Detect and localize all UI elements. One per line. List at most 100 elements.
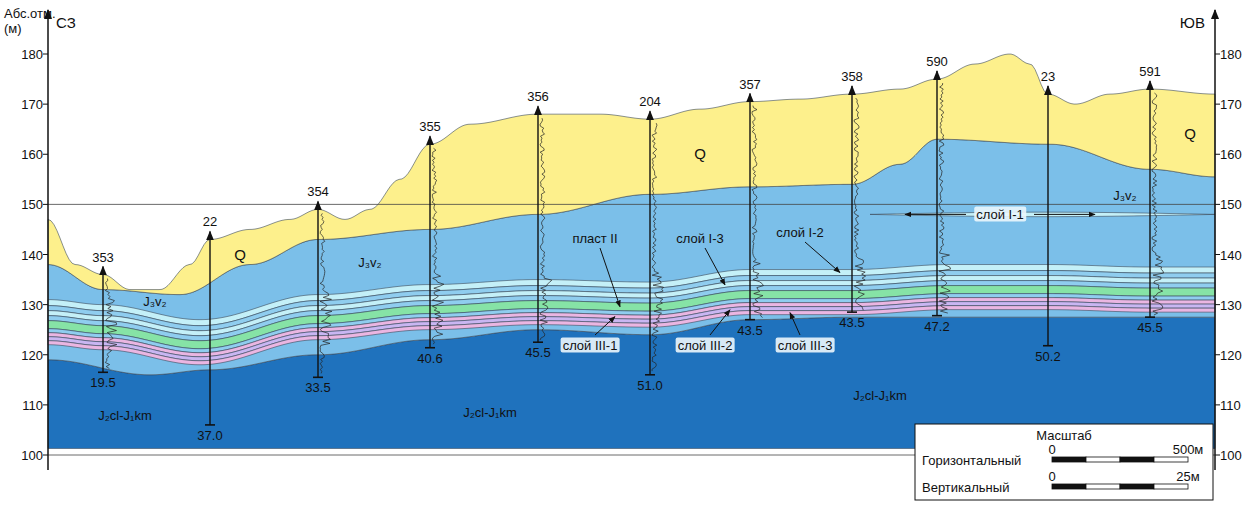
tick-label: 100 [1220, 448, 1242, 463]
scale-bar [1052, 484, 1086, 489]
well-bottom [425, 347, 435, 349]
well-number: 590 [926, 54, 948, 69]
scale-title: Масштаб [1036, 428, 1092, 443]
axis-tick [43, 254, 48, 255]
direction-label: СЗ [56, 15, 76, 30]
quaternary-layer [48, 54, 1215, 295]
well-log [105, 279, 116, 369]
well-bottom [645, 374, 655, 376]
layer-label: Q [1184, 126, 1196, 141]
well-line [649, 111, 650, 375]
well-depth: 40.6 [417, 351, 442, 366]
bed-label: слой III-1 [561, 338, 620, 353]
well-depth: 37.0 [197, 428, 222, 443]
layer-label: J₃v₂ [358, 255, 381, 270]
axis-tick [43, 455, 48, 456]
scale-text: Горизонтальный [922, 453, 1021, 468]
well-line [1149, 81, 1150, 317]
well-log [432, 148, 444, 344]
tick-label: 140 [21, 247, 43, 262]
well-depth: 45.5 [525, 345, 550, 360]
axis-tick [1215, 254, 1220, 255]
tick-label: 170 [21, 97, 43, 112]
well-line [851, 86, 852, 312]
layer-label: J₂cl-J₁km [853, 388, 906, 403]
tick-label: 120 [1220, 347, 1242, 362]
well-line [429, 136, 430, 348]
axis-tick [1215, 455, 1220, 456]
axis-tick [1215, 54, 1220, 55]
well-number: 357 [739, 77, 761, 92]
tick-label: 160 [1220, 147, 1242, 162]
well-depth: 43.5 [737, 323, 762, 338]
well-log [320, 213, 332, 373]
tick-label: 110 [1220, 397, 1241, 412]
well-number: 23 [1041, 69, 1055, 84]
tick-label: 130 [21, 297, 43, 312]
axis-tick [1215, 354, 1220, 355]
scale-bar [1154, 484, 1188, 489]
leader-arrow [705, 248, 725, 285]
axis-tick [43, 54, 48, 55]
well-line [102, 267, 103, 373]
well-number: 355 [419, 119, 441, 134]
well-number: 204 [639, 94, 661, 109]
layer-label: J₃v₂ [1113, 188, 1136, 203]
scale-bar [1086, 484, 1120, 489]
well-bottom [1145, 316, 1155, 318]
tick-label: 180 [21, 47, 43, 62]
layer-label: J₂cl-J₁km [463, 405, 516, 420]
scale-bar [1052, 457, 1086, 462]
axis-tick [43, 104, 48, 105]
well-bottom [313, 377, 323, 379]
axis-tick [1215, 404, 1220, 405]
well-line [936, 71, 937, 316]
layer-label: J₃v₂ [143, 294, 166, 309]
well-depth: 33.5 [305, 380, 330, 395]
well-number: 22 [203, 214, 217, 229]
axis-tick [43, 354, 48, 355]
lens-bed [870, 212, 1215, 217]
axis-tick [1215, 104, 1220, 105]
scale-text: 25м [1176, 469, 1199, 484]
bed-band [48, 306, 1215, 365]
well-depth: 47.2 [924, 319, 949, 334]
well-log [939, 83, 951, 313]
bed-label: слой I-3 [676, 231, 724, 246]
well-depth: 43.5 [839, 315, 864, 330]
well-number: 353 [92, 250, 114, 265]
layer-label: Q [694, 146, 706, 161]
well-log [652, 123, 664, 371]
tick-label: 100 [21, 448, 43, 463]
axis-tick [1215, 204, 1220, 205]
elevation-axis [47, 10, 49, 470]
well-line [749, 94, 750, 320]
elevation-axis [1214, 10, 1216, 470]
leader-arrow [595, 317, 615, 335]
scale-bar [1120, 484, 1154, 489]
well-bottom [98, 371, 108, 373]
well-log [1152, 93, 1163, 315]
well-line [537, 106, 538, 342]
layer-label: Q [234, 247, 246, 262]
leader-arrow [805, 242, 840, 273]
axis-tick [43, 154, 48, 155]
well-log [540, 118, 552, 340]
well-line [209, 231, 210, 424]
tick-label: 120 [21, 347, 43, 362]
axis-tick [1215, 304, 1220, 305]
scale-bar [1120, 457, 1154, 462]
axis-tick [43, 404, 48, 405]
leader-arrow [1034, 214, 1095, 215]
well-number: 358 [841, 69, 863, 84]
well-depth: 51.0 [637, 378, 662, 393]
leader-arrow [600, 248, 620, 307]
tick-label: 140 [1220, 247, 1242, 262]
well-bottom [932, 315, 942, 317]
scale-text: 0 [1048, 442, 1055, 457]
grid-line [48, 204, 1215, 205]
well-number: 591 [1139, 64, 1161, 79]
tick-label: 160 [21, 147, 43, 162]
well-number: 356 [527, 89, 549, 104]
